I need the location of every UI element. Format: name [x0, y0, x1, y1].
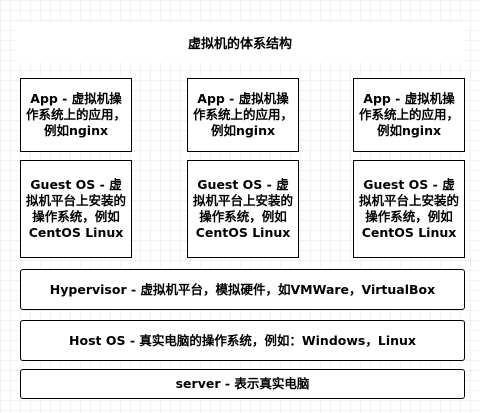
guest-os-box-3[interactable]: Guest OS - 虚拟机平台上安装的操作系统，例如CentOS Linux	[353, 160, 465, 258]
guest-os-box-3-label: Guest OS - 虚拟机平台上安装的操作系统，例如CentOS Linux	[358, 177, 459, 240]
guest-os-box-2[interactable]: Guest OS - 虚拟机平台上安装的操作系统，例如CentOS Linux	[187, 160, 299, 258]
app-box-2-label: App - 虚拟机操作系统上的应用，例如nginx	[192, 91, 293, 138]
server-label: server - 表示真实电脑	[175, 376, 310, 391]
app-box-3[interactable]: App - 虚拟机操作系统上的应用，例如nginx	[353, 78, 465, 152]
diagram-title: 虚拟机的体系结构	[187, 36, 292, 52]
app-box-1-label: App - 虚拟机操作系统上的应用，例如nginx	[25, 91, 126, 138]
app-box-3-label: App - 虚拟机操作系统上的应用，例如nginx	[358, 91, 459, 138]
app-box-1[interactable]: App - 虚拟机操作系统上的应用，例如nginx	[20, 78, 132, 152]
app-box-2[interactable]: App - 虚拟机操作系统上的应用，例如nginx	[187, 78, 299, 152]
guest-os-box-2-label: Guest OS - 虚拟机平台上安装的操作系统，例如CentOS Linux	[192, 177, 293, 240]
hypervisor-box[interactable]: Hypervisor - 虚拟机平台，模拟硬件，如VMWare，VirtualB…	[20, 269, 465, 310]
hypervisor-label: Hypervisor - 虚拟机平台，模拟硬件，如VMWare，VirtualB…	[49, 281, 436, 297]
server-box[interactable]: server - 表示真实电脑	[20, 369, 465, 399]
host-os-box[interactable]: Host OS - 真实电脑的操作系统，例如：Windows，Linux	[20, 320, 465, 361]
guest-os-box-1-label: Guest OS - 虚拟机平台上安装的操作系统，例如CentOS Linux	[25, 177, 126, 240]
title-background	[15, 22, 465, 62]
guest-os-box-1[interactable]: Guest OS - 虚拟机平台上安装的操作系统，例如CentOS Linux	[20, 160, 132, 258]
host-os-label: Host OS - 真实电脑的操作系统，例如：Windows，Linux	[69, 332, 416, 348]
